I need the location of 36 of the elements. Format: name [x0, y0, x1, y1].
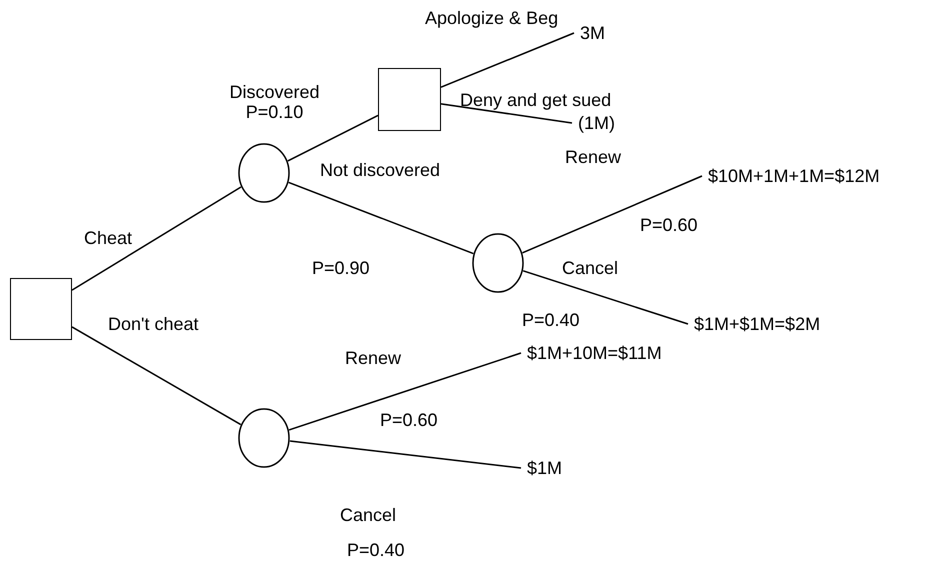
- edge-label: Cancel: [562, 258, 618, 278]
- probability-label: P=0.60: [380, 410, 438, 430]
- branch-line: [72, 186, 242, 291]
- probability-label: P=0.40: [347, 540, 405, 560]
- decision-node: [10, 278, 72, 340]
- branch-line: [440, 103, 572, 124]
- edge-label: Deny and get sued: [460, 90, 612, 110]
- edge-label: Renew: [345, 348, 402, 368]
- branch-line: [287, 114, 378, 162]
- payoff-text: 3M: [580, 22, 606, 44]
- branch-line: [288, 352, 522, 431]
- branch-line: [288, 182, 474, 254]
- probability-label: P=0.90: [312, 258, 370, 278]
- branch-line: [440, 32, 574, 88]
- branch-line: [290, 440, 522, 469]
- branch-line: [522, 270, 688, 325]
- payoff-text: $1M+10M=$11M: [527, 342, 662, 364]
- probability-label: P=0.60: [640, 215, 698, 235]
- edge-label: Cheat: [84, 228, 132, 248]
- decision-node: [378, 68, 441, 131]
- probability-label: P=0.40: [522, 310, 580, 330]
- payoff-text: $1M+$1M=$2M: [694, 313, 820, 335]
- branch-line: [522, 175, 702, 254]
- payoff-text: $10M+1M+1M=$12M: [708, 165, 880, 187]
- chance-node: [238, 408, 290, 468]
- edge-label: Discovered P=0.10: [228, 82, 321, 122]
- payoff-text: $1M: [527, 457, 562, 479]
- chance-node: [238, 143, 290, 203]
- edge-label: Not discovered: [320, 160, 440, 180]
- chance-node: [472, 233, 524, 293]
- branch-line: [72, 326, 242, 426]
- edge-label: Apologize & Beg: [425, 8, 558, 28]
- edge-label: Don't cheat: [108, 314, 198, 334]
- edge-label: Cancel: [340, 505, 396, 525]
- payoff-text: (1M): [578, 112, 615, 134]
- edge-label: Renew: [565, 147, 622, 167]
